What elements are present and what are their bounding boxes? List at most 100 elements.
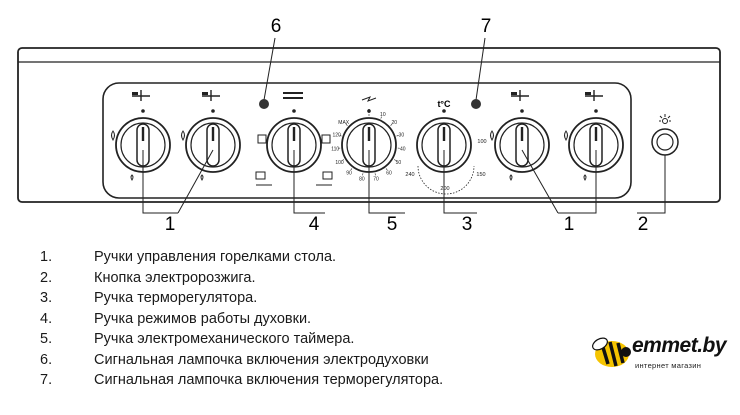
small-flame-icon xyxy=(130,174,134,181)
burner-knob-3[interactable] xyxy=(494,117,550,173)
thermostat-knob[interactable] xyxy=(416,117,472,173)
thermostat-tick-label: 100 xyxy=(477,139,486,145)
position-dot xyxy=(594,109,598,113)
legend-text: Ручка электромеханического таймера. xyxy=(94,331,355,347)
thermostat-symbol: t°C xyxy=(437,99,451,109)
oven-mode-symbols xyxy=(255,92,333,186)
timer-knob[interactable] xyxy=(341,117,397,173)
mode-top-heat-icon xyxy=(283,92,303,94)
legend-list: 1. Ручки управления горелками стола. 2. Кн… xyxy=(40,247,443,391)
position-dot xyxy=(520,109,524,113)
callout-7: 7 xyxy=(481,16,492,37)
timer-tick-label: 70 xyxy=(373,176,379,182)
legend-item: 1. Ручки управления горелками стола. xyxy=(40,247,443,268)
brand-tagline: интернет магазин xyxy=(635,361,702,370)
legend-num: 5. xyxy=(40,331,53,347)
thermostat-scale-arc xyxy=(417,165,475,195)
legend-num: 6. xyxy=(40,351,53,368)
legend-item: 2. Кнопка электророзжига. xyxy=(40,268,443,289)
brand-name: emmet.by xyxy=(632,334,727,357)
timer-tick-label: 0 xyxy=(368,109,371,115)
timer-tick-label: 90 xyxy=(346,171,352,177)
brand-logo[interactable]: emmet.by интернет магазин xyxy=(588,330,738,376)
thermostat-tick-label: 150 xyxy=(476,172,485,178)
legend-num: 7. xyxy=(40,372,53,388)
spark-icon xyxy=(659,114,671,124)
timer-tick xyxy=(350,168,353,171)
timer-tick-label: 120 xyxy=(332,132,341,138)
position-dot xyxy=(442,109,446,113)
callout-1-right: 1 xyxy=(564,214,575,235)
timer-tick-label: MAX xyxy=(338,120,350,126)
panel-symbols xyxy=(111,90,603,186)
timer-tick-label: 100 xyxy=(335,160,344,166)
leader-line-6 xyxy=(263,37,276,101)
oven-lamp xyxy=(259,99,269,109)
burner-position-rear-left-icon xyxy=(181,90,220,181)
timer-tick xyxy=(385,168,388,171)
position-dot xyxy=(367,109,371,113)
legend-num: 1. xyxy=(40,249,53,265)
burner-position-front-left-icon xyxy=(111,90,150,181)
timer-tick xyxy=(345,124,348,126)
timer-tick xyxy=(339,135,342,137)
legend-text: Ручка терморегулятора. xyxy=(94,290,258,306)
mode-bottom-heat-icon xyxy=(255,171,266,180)
thermostat-scale: 100 150 200 240 xyxy=(405,139,487,195)
leader-line-7 xyxy=(475,37,486,101)
callout-4: 4 xyxy=(309,214,320,235)
mode-fan-icon xyxy=(321,134,331,144)
timer-tick-label: 80 xyxy=(359,176,365,182)
timer-tick xyxy=(390,124,393,126)
legend-text: Кнопка электророзжига. xyxy=(94,269,256,286)
mode-grill-icon xyxy=(257,134,267,144)
burner-position-rear-right-icon xyxy=(490,90,529,181)
burner-position-front-right-icon xyxy=(564,90,603,181)
legend-text: Ручка режимов работы духовки. xyxy=(94,310,312,327)
small-flame-icon xyxy=(583,174,587,181)
mode-convection-icon xyxy=(322,171,333,180)
timer-tick xyxy=(396,135,399,137)
legend-text: Ручки управления горелками стола. xyxy=(94,249,337,265)
thermostat-tick-label: 200 xyxy=(440,186,449,192)
thermostat-tick-label: 240 xyxy=(405,172,414,178)
legend-item: 3. Ручка терморегулятора. xyxy=(40,288,443,309)
position-dot xyxy=(211,109,215,113)
timer-tick-label: 50 xyxy=(396,160,402,166)
timer-tick-label: 10 xyxy=(380,112,386,118)
timer-symbol-icon xyxy=(361,96,377,102)
timer-tick xyxy=(393,159,396,161)
bee-icon xyxy=(592,337,631,367)
burner-knob-2[interactable] xyxy=(185,117,241,173)
position-dot xyxy=(141,109,145,113)
timer-tick-label: 40 xyxy=(400,147,406,153)
legend-item: 5. Ручка электромеханического таймера. xyxy=(40,329,443,350)
timer-tick-label: 30 xyxy=(399,132,405,138)
callout-6: 6 xyxy=(271,16,282,37)
bottom-leaders xyxy=(142,149,666,214)
legend-num: 4. xyxy=(40,310,53,327)
timer-tick-label: 110 xyxy=(331,147,339,153)
timer-tick-label: 20 xyxy=(391,120,397,126)
legend-num: 3. xyxy=(40,290,53,306)
callout-1-left: 1 xyxy=(165,214,176,235)
legend-num: 2. xyxy=(40,269,53,286)
flame-icon xyxy=(181,130,185,141)
callout-5: 5 xyxy=(387,214,398,235)
callout-3: 3 xyxy=(462,214,473,235)
burner-knob-1[interactable] xyxy=(115,117,171,173)
position-dot xyxy=(292,109,296,113)
oven-mode-knob[interactable] xyxy=(266,117,322,173)
timer-tick xyxy=(380,116,382,119)
legend-text: Сигнальная лампочка включения электродух… xyxy=(94,351,429,368)
callout-2: 2 xyxy=(638,214,649,235)
legend-item: 4. Ручка режимов работы духовки. xyxy=(40,309,443,330)
flame-icon xyxy=(111,130,115,141)
flame-icon xyxy=(564,130,568,141)
small-flame-icon xyxy=(509,174,513,181)
legend-item: 7.Сигнальная лампочка включения терморег… xyxy=(40,370,443,391)
mode-both-heat-icon xyxy=(283,97,303,99)
thermostat-lamp xyxy=(471,99,481,109)
timer-tick xyxy=(342,159,345,161)
